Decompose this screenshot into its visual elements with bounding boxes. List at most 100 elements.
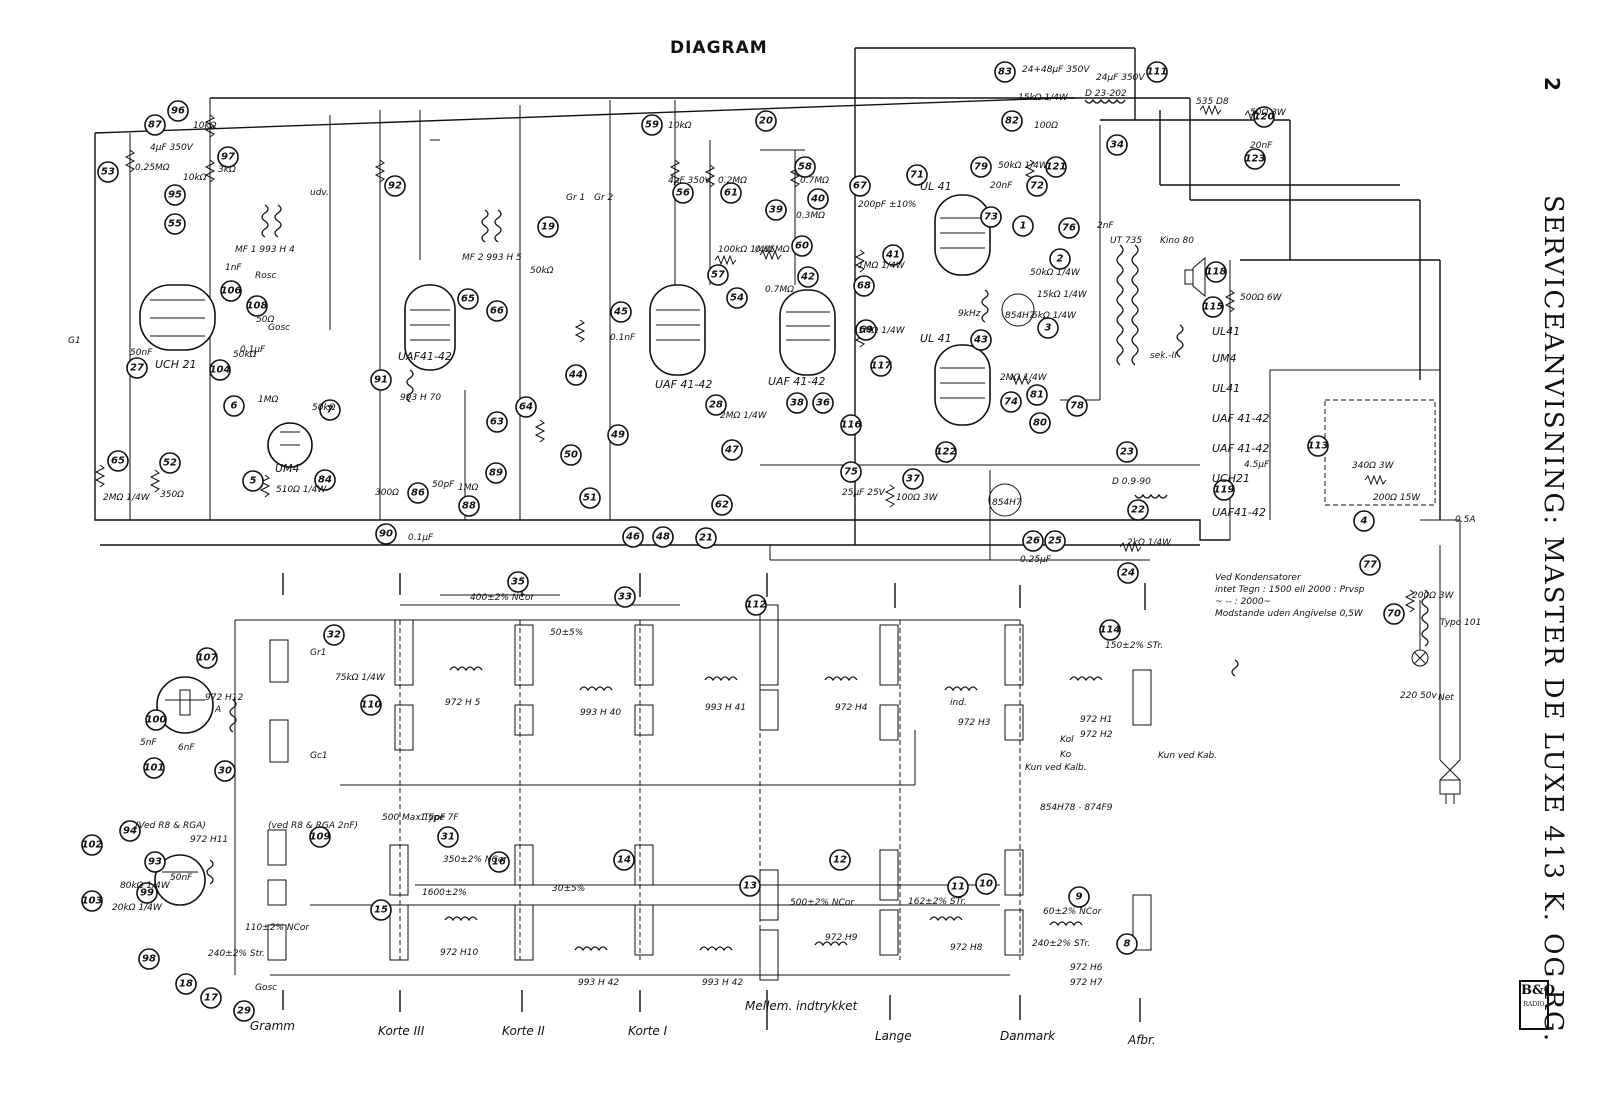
tube-uaf41-c — [779, 289, 836, 376]
callout-circle — [791, 235, 813, 257]
callout-number: 33 — [618, 592, 632, 603]
callout-97: 97 — [217, 146, 239, 168]
callout-number: 47 — [724, 445, 739, 456]
component-value: 110±2% NCor — [245, 923, 310, 933]
callout-circle — [223, 395, 245, 417]
callout-44: 44 — [565, 364, 587, 386]
switch-position-labels: Gramm Korte III Korte II Korte I Mellem.… — [250, 999, 1156, 1047]
coil-label: 993 H 42 — [578, 978, 619, 988]
callout-106: 106 — [220, 280, 242, 302]
component-value: 150±2% STr. — [1105, 641, 1163, 651]
callout-number: 49 — [610, 430, 625, 441]
callout-circle — [812, 392, 834, 414]
component-value: 10kΩ — [668, 121, 692, 131]
callout-1: 1 — [1012, 215, 1034, 237]
callout-circle — [1001, 110, 1023, 132]
callout-81: 81 — [1026, 384, 1048, 406]
callout-circle — [1307, 435, 1329, 457]
callout-43: 43 — [970, 329, 992, 351]
callout-102: 102 — [81, 834, 103, 856]
callout-number: 37 — [906, 474, 920, 485]
callout-circle — [217, 146, 239, 168]
callout-number: 112 — [746, 600, 767, 611]
callout-32: 32 — [323, 624, 345, 646]
note-line: intet Tegn : 1500 ell 2000 : Prvsp — [1215, 585, 1365, 595]
callout-number: 1 — [1020, 221, 1027, 232]
component-value: 0.25µF — [1020, 555, 1052, 565]
callout-75: 75 — [840, 461, 862, 483]
callout-number: 66 — [490, 306, 504, 317]
callout-56: 56 — [672, 182, 694, 204]
callout-circle — [81, 890, 103, 912]
callout-number: 36 — [816, 398, 830, 409]
callout-circle — [1202, 296, 1224, 318]
page-title: DIAGRAM — [670, 38, 768, 58]
callout-67: 67 — [849, 175, 871, 197]
callout-18: 18 — [175, 973, 197, 995]
callout-circle — [565, 364, 587, 386]
callout-number: 65 — [111, 456, 125, 467]
callout-number: 56 — [676, 188, 690, 199]
misc-labels: G1 Gr 1 Gr 2 Rosc Gosc udv. ind. Kol Ko … — [68, 188, 1454, 993]
callout-circle — [807, 188, 829, 210]
callout-107: 107 — [196, 647, 218, 669]
callout-98: 98 — [138, 948, 160, 970]
callout-circle — [214, 760, 236, 782]
coil-label: 993 H 40 — [580, 708, 621, 718]
coil-label: 972 H3 — [958, 718, 991, 728]
callout-circle — [175, 973, 197, 995]
callout-65: 65 — [107, 450, 129, 472]
component-value: D 0.9-90 — [1112, 477, 1151, 487]
callout-number: 26 — [1026, 536, 1040, 547]
component-value: 1MΩ 1/4W — [858, 326, 906, 336]
component-value: 1MΩ 1/4W — [858, 261, 906, 271]
component-value: 50kΩ — [312, 403, 336, 413]
callout-number: 106 — [221, 286, 242, 297]
callout-number: 69 — [859, 325, 873, 336]
callout-number: 63 — [490, 417, 504, 428]
callout-number: 99 — [140, 888, 154, 899]
coil-label: 972 H9 — [825, 933, 858, 943]
callout-number: 75 — [844, 467, 858, 478]
component-value: 240±2% Str. — [208, 949, 265, 959]
callout-116: 116 — [840, 414, 862, 436]
callout-number: 104 — [210, 365, 231, 376]
callout-10: 10 — [975, 873, 997, 895]
callout-15: 15 — [370, 899, 392, 921]
callout-number: 55 — [168, 219, 182, 230]
coil-label: 972 H12 — [205, 693, 244, 703]
coil-label: 993 H 42 — [702, 978, 743, 988]
callout-circle — [437, 826, 459, 848]
callout-number: 71 — [910, 170, 924, 181]
label: Kun ved Kab. — [1158, 751, 1217, 761]
callout-circle — [167, 100, 189, 122]
component-value: 0.1µF — [240, 345, 266, 355]
component-value: 510Ω 1/4W — [276, 485, 327, 495]
component-value: 50±5% — [550, 628, 583, 638]
callout-number: 61 — [724, 188, 738, 199]
callout-number: 117 — [871, 361, 892, 372]
callout-circle — [855, 319, 877, 341]
callout-circle — [980, 206, 1002, 228]
callout-number: 15 — [374, 905, 388, 916]
callout-circle — [1049, 248, 1071, 270]
component-value: 2MΩ 1/4W — [103, 493, 151, 503]
callout-circle — [126, 357, 148, 379]
component-value: 50pF — [432, 480, 455, 490]
callout-26: 26 — [1022, 530, 1044, 552]
callout-14: 14 — [613, 849, 635, 871]
component-value: 2nF — [1097, 221, 1114, 231]
coil-label: 972 H7 — [1070, 978, 1103, 988]
callout-circle — [457, 288, 479, 310]
callout-circle — [613, 849, 635, 871]
callout-circle — [707, 264, 729, 286]
component-value: 200Ω 3W — [1412, 591, 1455, 601]
switch-label-gramm: Gramm — [250, 1019, 295, 1033]
callout-12: 12 — [829, 849, 851, 871]
transformer-label: sek.-II — [1150, 351, 1177, 361]
component-value: 500 Max Type 7F — [382, 813, 459, 823]
component-value: 24µF 350V — [1096, 73, 1145, 83]
